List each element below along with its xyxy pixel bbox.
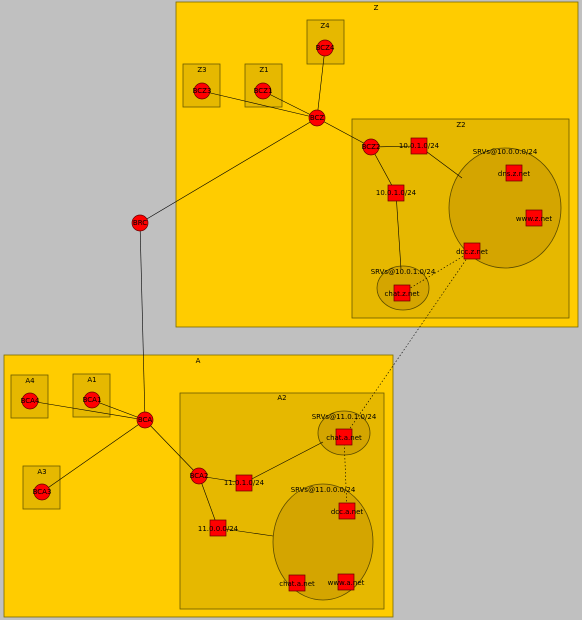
- network-z-net1[interactable]: [410, 137, 428, 155]
- host-chat-a-2-label: chat.a.net: [279, 580, 315, 588]
- router-bcz3-label: BCZ3: [193, 87, 212, 95]
- router-bcz3[interactable]: [193, 82, 211, 100]
- zone-z-label: Z: [374, 4, 379, 12]
- network-a-net2-label: 11.0.0.0/24: [198, 525, 239, 533]
- router-bcz[interactable]: [308, 109, 326, 127]
- routers: [21, 39, 380, 501]
- router-bcz4-label: BCZ4: [316, 44, 335, 52]
- network-a-net1[interactable]: [235, 474, 253, 492]
- network-a-net2[interactable]: [209, 519, 227, 537]
- router-bcz4[interactable]: [316, 39, 334, 57]
- router-bca4-label: BCA4: [21, 397, 40, 405]
- host-dns-z[interactable]: [505, 164, 523, 182]
- edge-brc-bca: [139, 222, 146, 421]
- host-www-z-label: www.z.net: [516, 215, 552, 223]
- service-group-a-small-label: SRVs@11.0.1.0/24: [312, 413, 377, 421]
- host-www-a-label: www.a.net: [328, 579, 365, 587]
- edge-dcc-z-chat-a: [343, 250, 473, 438]
- host-www-a[interactable]: [337, 573, 355, 591]
- host-dns-z-label: dns.z.net: [498, 170, 530, 178]
- zone-z3: Z3: [182, 63, 221, 108]
- router-brc-label: BRC: [133, 219, 147, 227]
- service-group-a-large-label: SRVs@11.0.0.0/24: [291, 486, 356, 494]
- zone-a-label: A: [196, 357, 201, 365]
- edge-bcz-bcz2: [316, 117, 372, 148]
- network-z-net1-label: 10.0.1.0/24: [399, 142, 440, 150]
- router-brc[interactable]: [131, 214, 149, 232]
- router-labels: BRC BCZ BCZ3 BCZ1 BCZ4 BCZ2 BCA BCA4 BCA…: [21, 44, 381, 496]
- zone-z4-label: Z4: [320, 22, 330, 30]
- zone-a3-label: A3: [37, 468, 46, 476]
- zone-a1-label: A1: [87, 376, 96, 384]
- edge-brc-bcz: [139, 117, 318, 224]
- edge-bca-bca4: [29, 400, 146, 421]
- dotted-edges: [343, 250, 473, 512]
- router-bca2-label: BCA2: [190, 472, 209, 480]
- edge-bca-bca2: [144, 419, 200, 477]
- host-dcc-z[interactable]: [463, 242, 481, 260]
- host-chat-a-1-label: chat.a.net: [326, 434, 362, 442]
- router-bcz2-label: BCZ2: [362, 143, 381, 151]
- router-bca3-label: BCA3: [33, 488, 52, 496]
- network-z-net2[interactable]: [387, 184, 405, 202]
- router-bca[interactable]: [136, 411, 154, 429]
- host-dcc-a-label: dcc.a.net: [331, 508, 364, 516]
- edge-bca-bca1: [91, 399, 146, 421]
- router-bca2[interactable]: [190, 467, 208, 485]
- zone-z2-label: Z2: [456, 121, 465, 129]
- zone-a4-label: A4: [25, 377, 35, 385]
- edge-bca-bca3: [41, 419, 146, 493]
- edge-bcz-bcz4: [316, 47, 326, 119]
- host-chat-z-label: chat.z.net: [385, 290, 420, 298]
- zone-a2-label: A2: [277, 394, 286, 402]
- service-group-z-large: SRVs@10.0.0.0/24: [448, 147, 562, 269]
- service-group-z-large-label: SRVs@10.0.0.0/24: [473, 148, 538, 156]
- host-chat-a-2[interactable]: [288, 574, 306, 592]
- host-www-z[interactable]: [525, 209, 543, 227]
- edge-bcz-bcz1: [262, 90, 318, 119]
- zone-a4: A4: [10, 374, 49, 419]
- host-chat-a-1[interactable]: [335, 428, 353, 446]
- host-dcc-z-label: dcc.z.net: [456, 248, 488, 256]
- router-bcz-label: BCZ: [310, 114, 325, 122]
- router-bcz1-label: BCZ1: [254, 87, 273, 95]
- edge-bcz-bcz3: [201, 90, 318, 119]
- square-labels: 10.0.1.0/24 10.0.1.0/24 11.0.1.0/24 11.0…: [198, 142, 552, 588]
- router-bca-label: BCA: [138, 416, 153, 424]
- zone-z3-label: Z3: [197, 66, 206, 74]
- host-chat-z[interactable]: [393, 284, 411, 302]
- edge-anet2-alarge: [217, 527, 274, 537]
- router-bcz2[interactable]: [362, 138, 380, 156]
- network-z-net2-label: 10.0.1.0/24: [376, 189, 417, 197]
- router-bca4[interactable]: [21, 392, 39, 410]
- zone-z1-label: Z1: [259, 66, 268, 74]
- edge-bca2-anet2: [198, 475, 219, 529]
- edge-znet2-zsmall: [395, 192, 402, 270]
- router-bca1[interactable]: [83, 391, 101, 409]
- service-group-z-small-label: SRVs@10.0.1.0/24: [371, 268, 436, 276]
- router-bcz1[interactable]: [254, 82, 272, 100]
- router-bca1-label: BCA1: [83, 396, 102, 404]
- host-dcc-a[interactable]: [338, 502, 356, 520]
- edge-anet1-asmall: [243, 441, 324, 484]
- network-a-net1-label: 11.0.1.0/24: [224, 479, 265, 487]
- squares: [209, 137, 543, 592]
- router-bca3[interactable]: [33, 483, 51, 501]
